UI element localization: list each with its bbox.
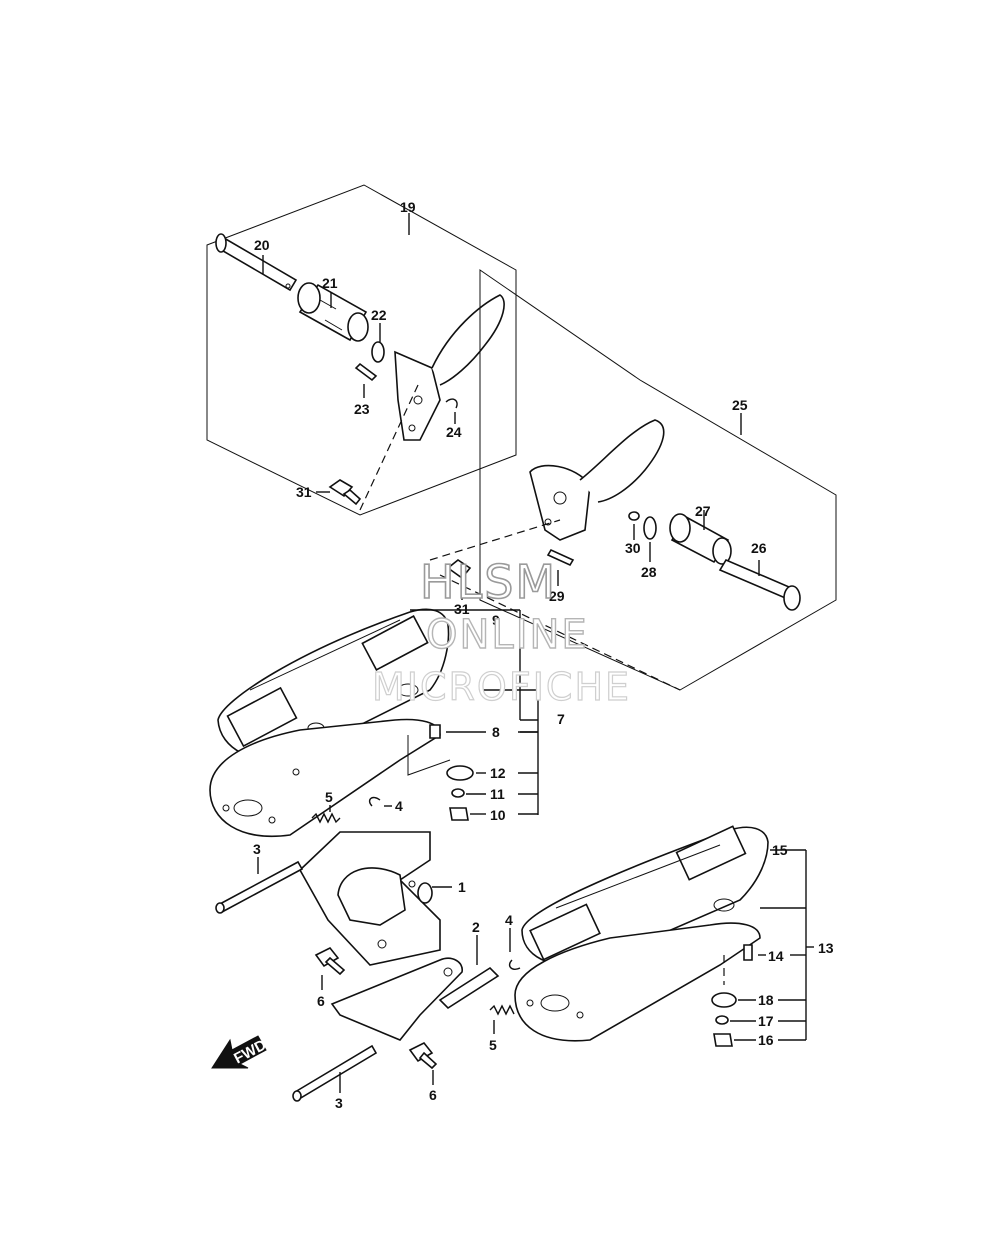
callout-1: 1	[458, 879, 466, 895]
callout-23: 23	[354, 401, 370, 417]
callout-31-right: 31	[454, 601, 470, 617]
washer-18	[711, 992, 737, 1008]
fwd-arrow-icon: FWD	[211, 1035, 269, 1069]
bolt-6-upper	[314, 946, 346, 976]
callout-16: 16	[758, 1032, 774, 1048]
callout-11: 11	[490, 786, 505, 802]
callout-31-left: 31	[296, 484, 312, 500]
callout-5-upper: 5	[325, 789, 333, 805]
callout-9: 9	[492, 612, 500, 628]
callout-22: 22	[371, 307, 387, 323]
washer-28	[643, 516, 657, 540]
rubber-27	[669, 513, 732, 565]
callout-30: 30	[625, 540, 641, 556]
callout-2: 2	[472, 919, 480, 935]
callout-27: 27	[695, 503, 711, 519]
bolt-14	[743, 944, 753, 961]
callout-6-upper: 6	[317, 993, 325, 1009]
callout-25: 25	[732, 397, 748, 413]
callout-6-lower: 6	[429, 1087, 437, 1103]
pin-3-upper	[215, 860, 304, 914]
callout-7: 7	[557, 711, 565, 727]
callout-15: 15	[772, 842, 788, 858]
bolt-31-left	[328, 479, 362, 506]
peg-bracket-19	[394, 294, 505, 441]
washer-22	[371, 341, 385, 363]
pin-20	[215, 233, 298, 292]
nut-10	[449, 807, 469, 821]
watermark-line-1: HLSM	[420, 555, 557, 609]
footrest-15	[514, 825, 769, 1042]
callout-5-lower: 5	[489, 1037, 497, 1053]
clip-30	[628, 511, 640, 521]
callout-20: 20	[254, 237, 270, 253]
bracket-2	[330, 957, 500, 1041]
callout-28: 28	[641, 564, 657, 580]
washer-12	[446, 765, 474, 781]
watermark-line-2: ONLINE	[426, 612, 589, 658]
callout-4-lower: 4	[505, 912, 513, 928]
callout-26: 26	[751, 540, 767, 556]
clip-4-lower	[508, 959, 521, 970]
callout-14: 14	[768, 948, 784, 964]
callout-3-upper: 3	[253, 841, 261, 857]
nut-16	[713, 1033, 733, 1047]
bolt-6-lower	[408, 1041, 438, 1070]
callout-8: 8	[492, 724, 500, 740]
clip-24	[445, 398, 458, 409]
callout-21: 21	[322, 275, 338, 291]
pin-29	[546, 548, 575, 567]
spring-5-upper	[311, 812, 341, 824]
pin-3-lower	[292, 1044, 378, 1102]
pin-26	[718, 558, 801, 611]
assembly-box-19	[206, 184, 517, 516]
callout-3-lower: 3	[335, 1095, 343, 1111]
callout-13: 13	[818, 940, 834, 956]
callout-12: 12	[490, 765, 506, 781]
callout-4-upper: 4	[395, 798, 403, 814]
callout-17: 17	[758, 1013, 774, 1029]
bracket-1	[298, 831, 441, 966]
footrest-7	[209, 608, 450, 838]
callout-10: 10	[490, 807, 506, 823]
bolt-8	[429, 724, 441, 739]
callout-18: 18	[758, 992, 774, 1008]
clip-4-upper	[368, 796, 381, 807]
spring-5-lower	[489, 1004, 515, 1016]
callout-24: 24	[446, 424, 462, 440]
callout-19: 19	[400, 199, 416, 215]
washer-17	[715, 1015, 729, 1025]
washer-11	[451, 788, 465, 798]
pin-23	[354, 362, 378, 382]
assembly-box-25	[479, 269, 837, 691]
bolt-31-right	[446, 559, 472, 580]
watermark-line-3: MICROFICHE	[372, 665, 631, 709]
callout-29: 29	[549, 588, 565, 604]
peg-bracket-25	[529, 419, 665, 541]
rubber-21	[297, 282, 369, 342]
